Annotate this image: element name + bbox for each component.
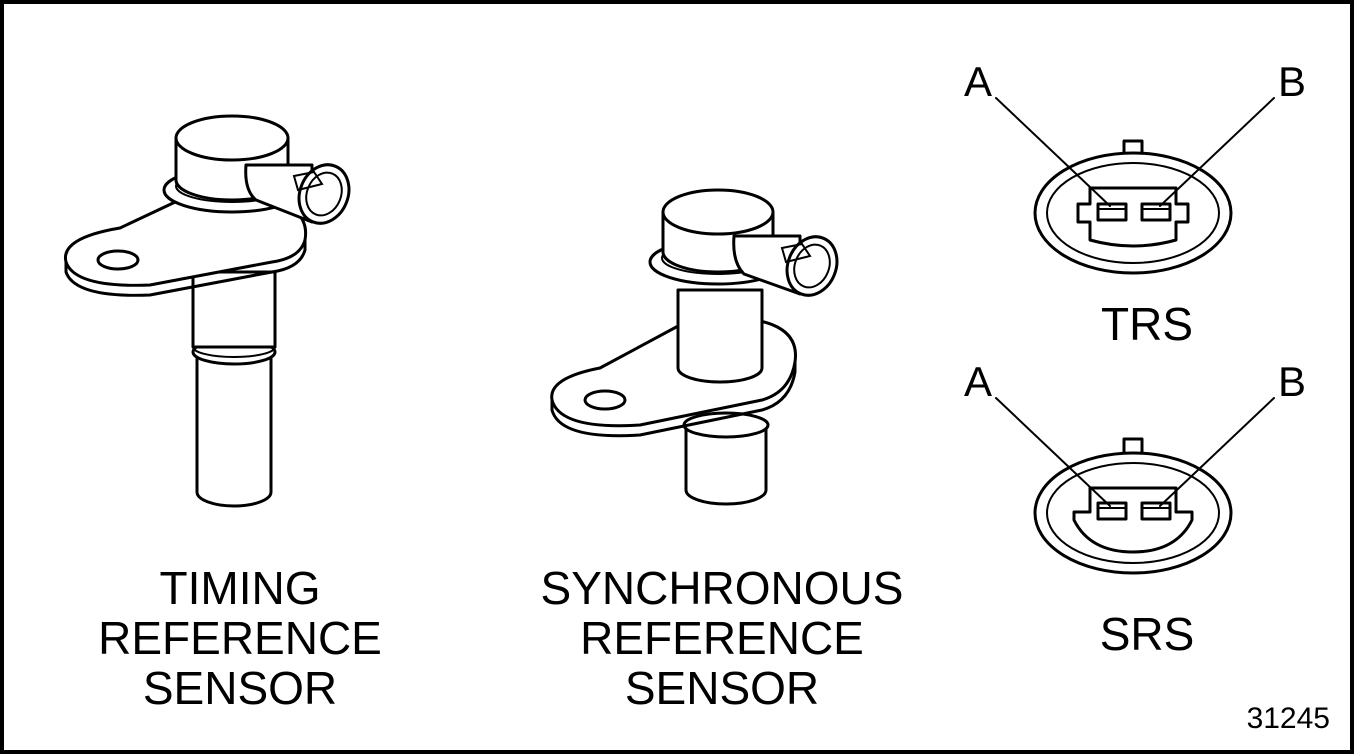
- figure-number: 31245: [1247, 702, 1330, 735]
- srs-pin-a-label: A: [964, 358, 992, 405]
- srs-pin-b-label: B: [1278, 358, 1306, 405]
- timing-caption-line-2: REFERENCE: [98, 612, 382, 664]
- srs-connector-label: SRS: [1100, 608, 1195, 660]
- timing-caption-line-1: TIMING: [160, 562, 321, 614]
- trs-connector-label: TRS: [1101, 298, 1193, 350]
- synchronous-sensor-caption: SYNCHRONOUS REFERENCE SENSOR: [541, 562, 904, 714]
- synchronous-caption-line-3: SENSOR: [625, 662, 819, 714]
- trs-pin-b-label: B: [1278, 58, 1306, 105]
- synchronous-caption-line-2: REFERENCE: [580, 612, 864, 664]
- trs-pin-a-label: A: [964, 58, 992, 105]
- timing-caption-line-3: SENSOR: [143, 662, 337, 714]
- timing-sensor-caption: TIMING REFERENCE SENSOR: [98, 562, 382, 714]
- synchronous-caption-line-1: SYNCHRONOUS: [541, 562, 904, 614]
- synchronous-reference-sensor-drawing: [550, 188, 839, 506]
- trs-connector-drawing: [995, 97, 1275, 275]
- timing-reference-sensor-drawing: [63, 114, 351, 508]
- srs-connector-drawing: [995, 397, 1275, 575]
